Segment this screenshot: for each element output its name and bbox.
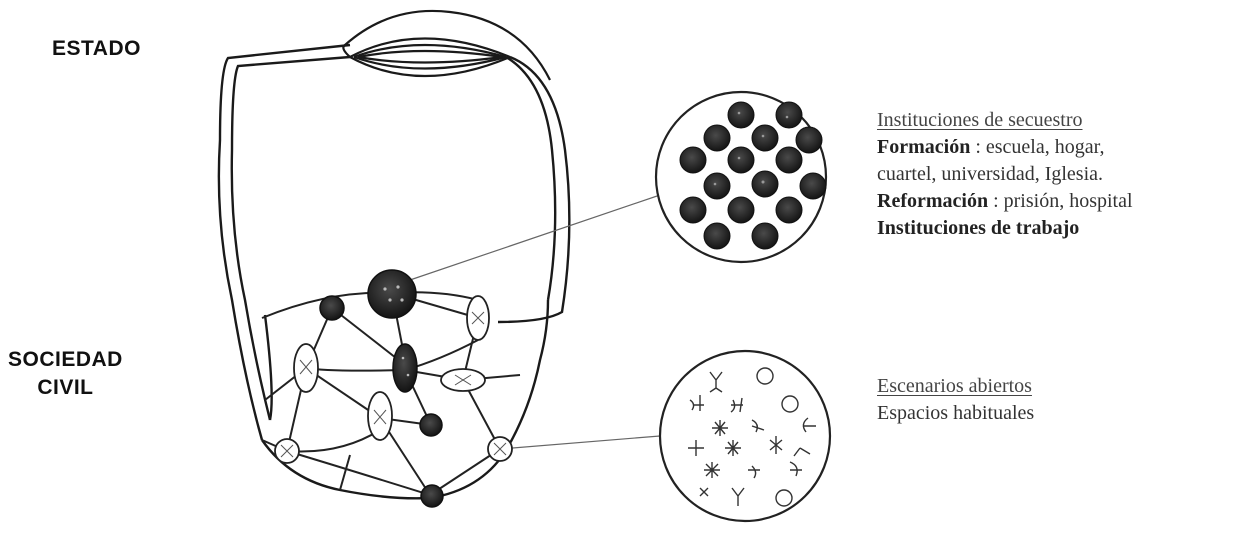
trabajo-label: Instituciones de trabajo [877, 217, 1079, 239]
estado-lens [343, 11, 550, 80]
formacion-term: Formación [877, 136, 970, 158]
formacion-row: Formación : escuela, hogar, [877, 134, 1133, 161]
abiertos-legend: Escenarios abiertos Espacios habituales [877, 373, 1034, 427]
secuestro-heading: Instituciones de secuestro [877, 107, 1133, 134]
formacion-text: : escuela, hogar, [970, 136, 1104, 158]
secuestro-nodes [320, 270, 443, 507]
secuestro-zoom-circle [656, 92, 826, 262]
reformacion-text: : prisión, hospital [988, 190, 1132, 212]
secuestro-legend: Instituciones de secuestro Formación : e… [877, 107, 1133, 242]
pointer-lines [410, 195, 660, 449]
abiertos-text: Espacios habituales [877, 400, 1034, 427]
reformacion-term: Reformación [877, 190, 988, 212]
formacion-row-2: cuartel, universidad, Iglesia. [877, 161, 1133, 188]
abiertos-zoom-circle [660, 351, 830, 521]
abiertos-heading: Escenarios abiertos [877, 373, 1034, 400]
reformacion-row: Reformación : prisión, hospital [877, 188, 1133, 215]
